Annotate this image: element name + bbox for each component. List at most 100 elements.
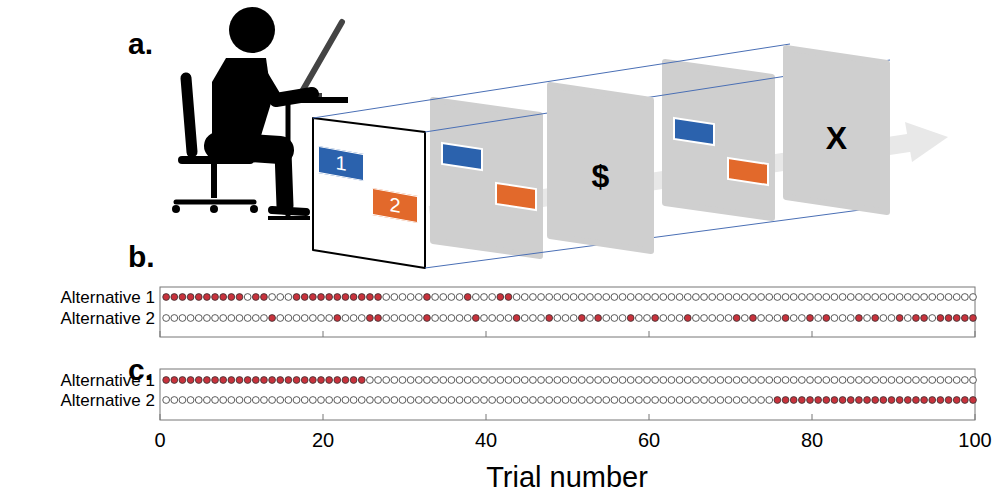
trial-dot [888,294,895,301]
trial-dot [831,294,838,301]
trial-dot [587,397,594,404]
trial-dot [424,315,431,322]
trial-dot [782,377,789,384]
trial-dot [546,315,553,322]
trial-dot [635,294,642,301]
trial-dot [383,377,390,384]
trial-dot [652,294,659,301]
trial-dot [733,294,740,301]
trial-dot [163,315,170,322]
trial-dot [815,315,822,322]
trial-dot [448,377,455,384]
axis-tick [160,331,161,337]
trial-dot [741,294,748,301]
trial-dot [440,315,447,322]
trial-dot [709,294,716,301]
trial-dot [823,397,830,404]
trial-dot [228,377,235,384]
chair-base [176,200,254,205]
trial-dot [375,294,382,301]
trial-dot [236,294,243,301]
trial-dot [179,294,186,301]
trial-dot [407,315,414,322]
trial-dot [627,397,634,404]
trial-dot [448,315,455,322]
trial-dot [693,397,700,404]
trial-dot [644,315,651,322]
trial-dot [244,397,251,404]
trial-dot [578,397,585,404]
trial-dot [798,397,805,404]
trial-dot [758,315,765,322]
trial-dot [497,315,504,322]
trial-dot [945,315,952,322]
choice-screen [433,100,540,256]
trial-dot [676,377,683,384]
trial-dot [864,315,871,322]
trial-dot [212,315,219,322]
trial-dot [921,315,928,322]
trial-dot [578,377,585,384]
trial-dot [171,377,178,384]
chair-post [211,164,217,198]
flow-arrow-head [905,122,948,162]
trial-dot [864,294,871,301]
trial-dot [562,294,569,301]
trial-dot [220,294,227,301]
trial-dot [342,397,349,404]
node-text: $ [592,142,610,195]
trial-dot [595,315,602,322]
trial-dot [277,377,284,384]
trial-dot [611,397,618,404]
trial-dot [513,315,520,322]
trial-dot [521,377,528,384]
trial-dot [489,294,496,301]
trial-dot [831,315,838,322]
trial-dot [595,377,602,384]
trial-dot [913,294,920,301]
tick-label: 0 [154,430,165,450]
trial-dot [953,397,960,404]
trial-dot [513,397,520,404]
trial-dot [448,294,455,301]
trial-dot [790,397,797,404]
trial-dot [741,377,748,384]
choice-screen [665,62,772,218]
trial-dot [937,294,944,301]
trial-dot [285,377,292,384]
trial-dot [701,377,708,384]
axis-tick [486,331,487,337]
trial-dot [399,377,406,384]
trial-dot [676,397,683,404]
trial-dot [456,397,463,404]
trial-dot [774,377,781,384]
tick-label: 40 [475,430,497,450]
panel-frame [160,287,975,337]
trial-dot [399,315,406,322]
trial-dot [644,377,651,384]
tick-label: 20 [312,430,334,450]
trial-dot [856,397,863,404]
trial-dot [204,397,211,404]
panel-letter: b. [128,242,155,272]
trial-dot [472,397,479,404]
trial-dot [195,377,202,384]
trial-dot [570,315,577,322]
trial-dot [660,377,667,384]
trial-dot [652,397,659,404]
trial-dot [367,397,374,404]
trial-dot [472,294,479,301]
trial-dot [481,294,488,301]
trial-dot [261,397,268,404]
trial-dot [725,315,732,322]
perspective-line [425,206,890,268]
option-button [674,118,714,145]
trial-dot [358,377,365,384]
desk-foot [268,216,310,220]
trial-dot [440,397,447,404]
trial-dot [652,315,659,322]
trial-dot [750,377,757,384]
trial-dot [839,377,846,384]
trial-dot [619,315,626,322]
trial-dot [929,315,936,322]
